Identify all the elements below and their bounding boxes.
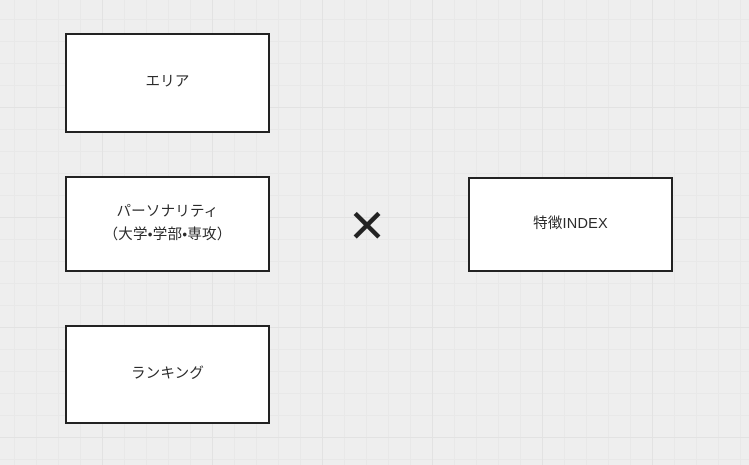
- node-box-ranking[interactable]: ランキング: [65, 325, 270, 424]
- node-label-ranking: ランキング: [130, 365, 205, 382]
- node-label-feature-index: 特徴INDEX: [533, 215, 608, 232]
- node-box-feature-index[interactable]: 特徴INDEX: [468, 177, 673, 272]
- node-box-area[interactable]: エリア: [65, 33, 270, 133]
- node-label-area: エリア: [145, 74, 190, 91]
- node-label-personality: パーソナリティ （大学・学部・専攻）: [103, 203, 232, 243]
- multiply-cross-icon: ✕: [347, 199, 387, 253]
- node-box-personality[interactable]: パーソナリティ （大学・学部・専攻）: [65, 176, 270, 272]
